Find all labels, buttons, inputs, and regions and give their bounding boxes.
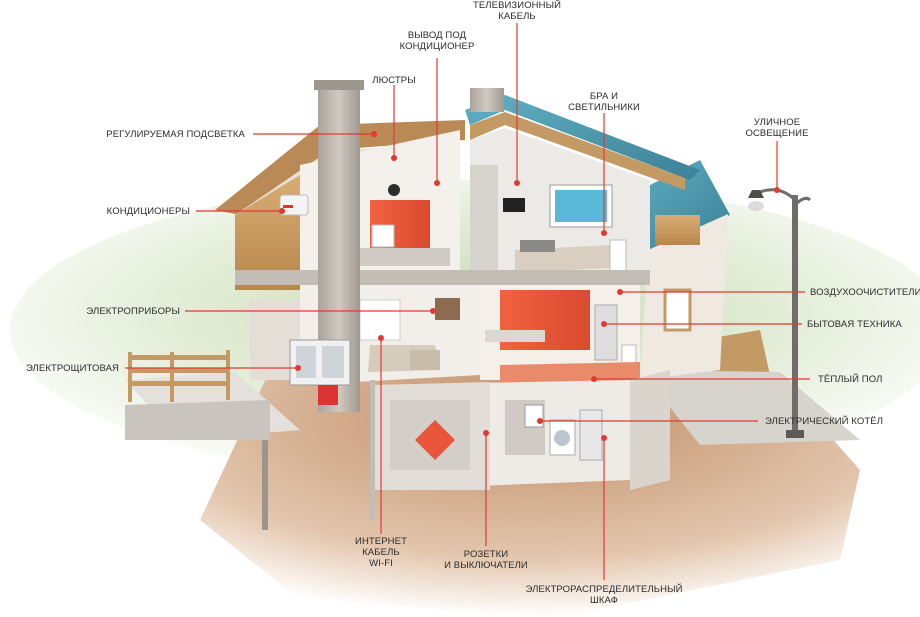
retaining-wall — [125, 400, 270, 440]
wall-art — [435, 298, 460, 320]
label-internet: ИНТЕРНЕТ КАБЕЛЬ WI-FI — [355, 536, 407, 569]
distribution-cabinet — [579, 409, 603, 461]
duct — [470, 165, 498, 275]
foundation-left — [370, 380, 375, 520]
label-tv-cable: ТЕЛЕВИЗИОННЫЙ КАБЕЛЬ — [472, 0, 562, 22]
label-warm-floor: ТЁПЛЫЙ ПОЛ — [818, 374, 883, 385]
label-street-light: УЛИЧНОЕ ОСВЕЩЕНИЕ — [745, 117, 809, 139]
label-sconces: БРА И СВЕТИЛЬНИКИ — [568, 91, 640, 113]
leader-dots — [279, 131, 780, 441]
panel-breakers — [318, 385, 338, 405]
roof-fascia — [470, 112, 685, 190]
label-air-purifiers: ВОЗДУХООЧИСТИТЕЛИ — [810, 287, 920, 298]
right-cladding — [655, 215, 700, 245]
label-sockets: РОЗЕТКИ И ВЫКЛЮЧАТЕЛИ — [444, 549, 528, 571]
label-home-appliances: БЫТОВАЯ ТЕХНИКА — [807, 319, 902, 330]
right-chimney — [470, 88, 504, 112]
air-purifier-upper — [609, 239, 627, 275]
label-distribution-cabinet: ЭЛЕКТРОРАСПРЕДЕЛИТЕЛЬНЫЙ ШКАФ — [525, 584, 683, 606]
right-path — [640, 370, 860, 445]
pendant-lamp — [388, 184, 400, 196]
tv — [503, 198, 525, 212]
attic-floor — [360, 248, 450, 266]
label-air-conditioners: КОНДИЦИОНЕРЫ — [106, 206, 190, 217]
label-appliances: ЭЛЕКТРОПРИБОРЫ — [86, 306, 180, 317]
post — [262, 440, 268, 530]
label-adjustable-lighting: РЕГУЛИРУЕМАЯ ПОДСВЕТКА — [106, 129, 245, 140]
floor-slab — [235, 270, 650, 285]
bed-headboard — [520, 240, 555, 252]
foundation-right — [630, 370, 670, 490]
main-roof — [465, 95, 700, 180]
right-window — [663, 288, 692, 332]
kitchen-counter — [485, 330, 545, 342]
wall-picture-inner — [555, 190, 607, 222]
label-chandeliers: ЛЮСТРЫ — [372, 75, 416, 86]
basement-tile — [415, 420, 455, 460]
leader-lines — [125, 23, 810, 580]
terrace-fence — [128, 350, 230, 402]
ac-unit — [279, 194, 309, 216]
fridge — [594, 304, 618, 361]
label-switchboard: ЭЛЕКТРОЩИТОВАЯ — [25, 363, 119, 374]
armchair — [410, 350, 440, 370]
living-window — [359, 299, 401, 341]
bathtub — [371, 224, 395, 248]
label-electric-boiler: ЭЛЕКТРИЧЕСКИЙ КОТЁЛ — [765, 416, 884, 427]
label-ac-outlet: ВЫВОД ПОД КОНДИЦИОНЕР — [399, 30, 475, 52]
